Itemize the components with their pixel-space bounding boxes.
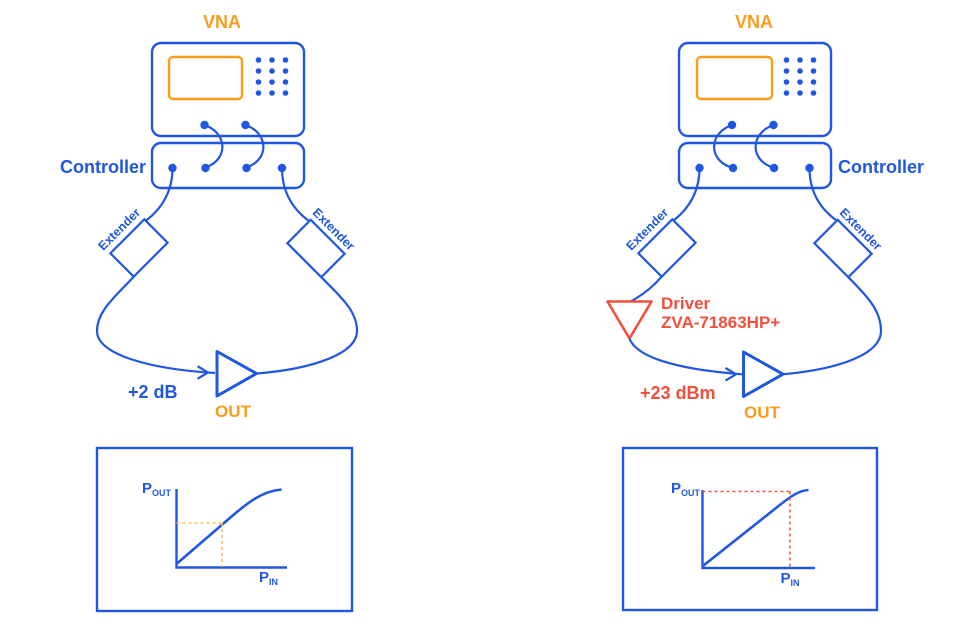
graph-curve	[702, 488, 809, 567]
operating-point-dashes	[702, 490, 791, 568]
graph-curve	[176, 488, 282, 565]
cable	[95, 275, 216, 375]
pout-p: P	[670, 480, 681, 497]
vna-screen	[167, 55, 244, 101]
cable	[280, 167, 310, 222]
pout-sub: OUT	[152, 488, 171, 498]
vna-screen	[695, 55, 774, 101]
vna-keypad	[255, 57, 289, 96]
jumper-cable	[713, 123, 733, 169]
pin-p: P	[259, 569, 270, 586]
pin-p: P	[780, 570, 791, 587]
extender-box-right	[285, 218, 347, 279]
graph-frame	[621, 446, 879, 612]
cable	[628, 338, 743, 376]
graph-axes	[175, 489, 287, 569]
jumper-cable	[754, 123, 774, 169]
pin-axis-label: PIN	[259, 569, 279, 588]
right-setup	[606, 41, 883, 612]
vna-box	[677, 41, 833, 138]
cable	[808, 167, 838, 222]
controller-ports	[695, 163, 814, 173]
extender-box-left	[636, 217, 698, 279]
vna-ports	[727, 120, 778, 130]
pout-p: P	[141, 480, 152, 497]
out-label: OUT	[215, 402, 251, 421]
driver-triangle	[606, 300, 653, 340]
vna-label: VNA	[202, 12, 241, 32]
extender-box-right	[812, 218, 874, 279]
vna-box	[150, 41, 306, 138]
pout-axis-label: POUT	[130, 480, 171, 499]
gain-label: +2 dB	[128, 382, 178, 402]
cable	[783, 276, 883, 376]
vna-label: VNA	[734, 12, 773, 32]
controller-ports	[168, 163, 287, 173]
graph-axes	[701, 490, 815, 570]
cable	[672, 167, 701, 222]
amplifier-triangle	[742, 350, 785, 398]
pin-sub: IN	[269, 577, 279, 587]
graph-frame	[95, 446, 354, 613]
pin-sub: IN	[790, 578, 800, 588]
left-setup	[95, 41, 359, 613]
pout-sub: OUT	[681, 488, 700, 498]
pout-axis-label: POUT	[659, 480, 700, 499]
jumper-cable	[204, 123, 224, 169]
operating-point-dashes	[176, 522, 223, 567]
amplifier-triangle	[215, 350, 258, 398]
controller-label: Controller	[838, 157, 925, 177]
cable	[256, 276, 359, 375]
vna-ports	[200, 120, 250, 130]
arrowhead-icon	[196, 365, 211, 380]
controller-box	[150, 141, 306, 190]
driver-label-line1: Driver	[661, 294, 711, 313]
out-label: OUT	[744, 403, 780, 422]
driver-label: Driver ZVA-71863HP+	[661, 294, 780, 332]
arrowhead-icon	[724, 367, 739, 382]
jumper-cable	[245, 123, 265, 169]
controller-box	[677, 141, 833, 190]
cable	[144, 167, 174, 222]
driver-label-line2: ZVA-71863HP+	[661, 313, 781, 333]
cable	[629, 275, 663, 303]
controller-label: Controller	[59, 157, 146, 177]
vna-keypad	[783, 57, 817, 96]
gain-label: +23 dBm	[640, 383, 716, 403]
pin-axis-label: PIN	[775, 570, 805, 589]
extender-box-left	[108, 217, 170, 279]
